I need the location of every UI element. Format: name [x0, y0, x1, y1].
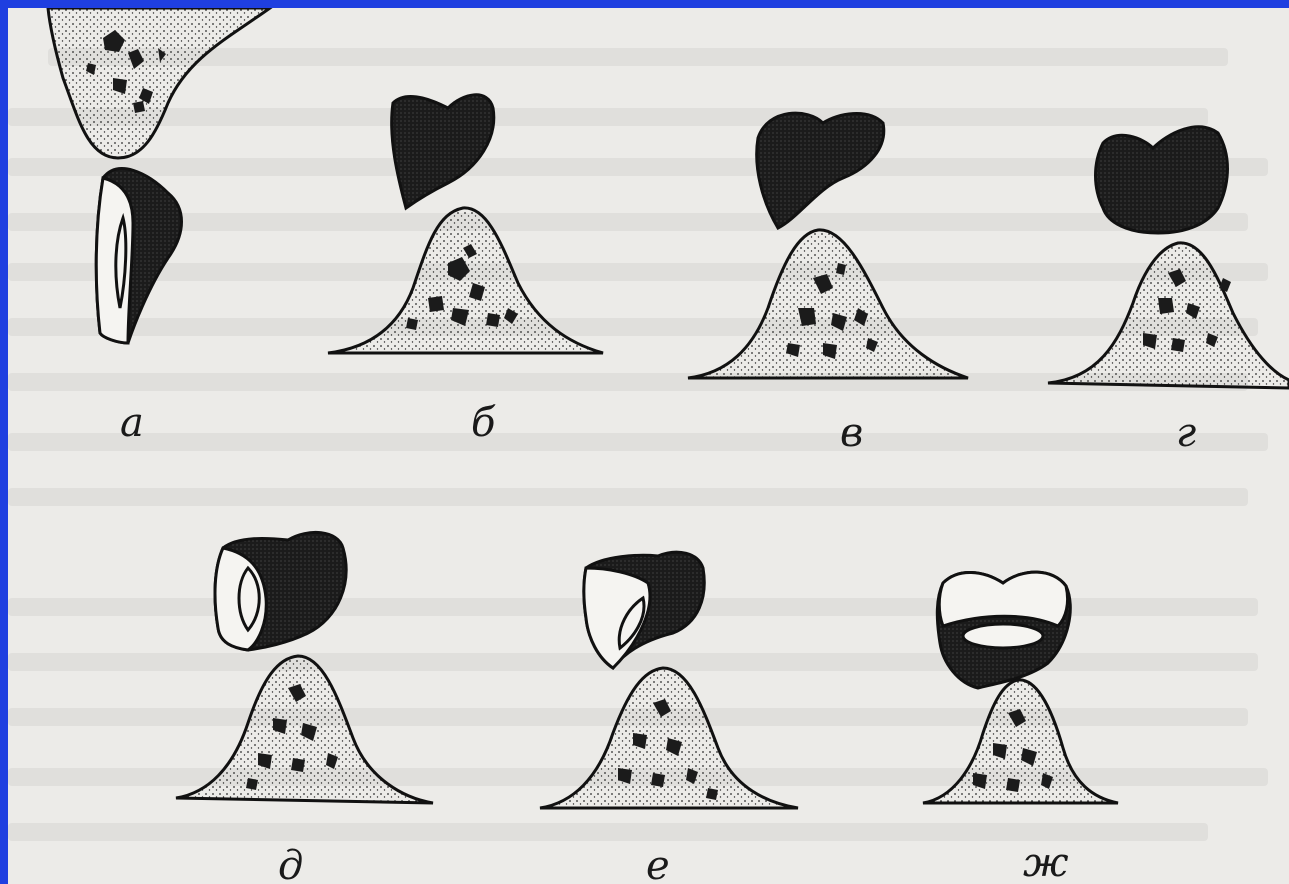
panel-b-crown — [392, 95, 494, 208]
panel-v-crown — [757, 113, 884, 228]
panel-a-label: а — [120, 403, 144, 443]
panel-b-ridge — [328, 208, 603, 353]
panel-g-ridge — [1048, 243, 1289, 388]
panel-zh-figure — [923, 572, 1118, 803]
panel-a-figure — [48, 8, 270, 343]
panel-d-figure — [176, 532, 433, 803]
panel-g-label: г — [1176, 413, 1196, 453]
panel-e-crown-face — [584, 568, 650, 668]
panel-b-label: б — [471, 403, 495, 443]
panel-g-crown — [1096, 127, 1228, 233]
panel-zh-ridge — [923, 680, 1118, 803]
panel-zh-groove — [963, 624, 1043, 648]
tooth-ridge-diagram — [8, 8, 1289, 884]
panel-v-figure — [688, 113, 968, 378]
panel-e-figure — [540, 552, 798, 808]
panel-zh-label: ж — [1023, 843, 1068, 883]
panel-e-label: е — [646, 846, 670, 884]
panel-b-figure — [328, 95, 603, 353]
panel-a-upper-bone — [48, 8, 270, 158]
panel-v-label: в — [840, 413, 863, 453]
panel-d-label: д — [278, 846, 303, 884]
scanned-page: а б в г д е ж — [8, 8, 1289, 884]
panel-e-ridge — [540, 668, 798, 808]
panel-g-figure — [1048, 127, 1289, 388]
